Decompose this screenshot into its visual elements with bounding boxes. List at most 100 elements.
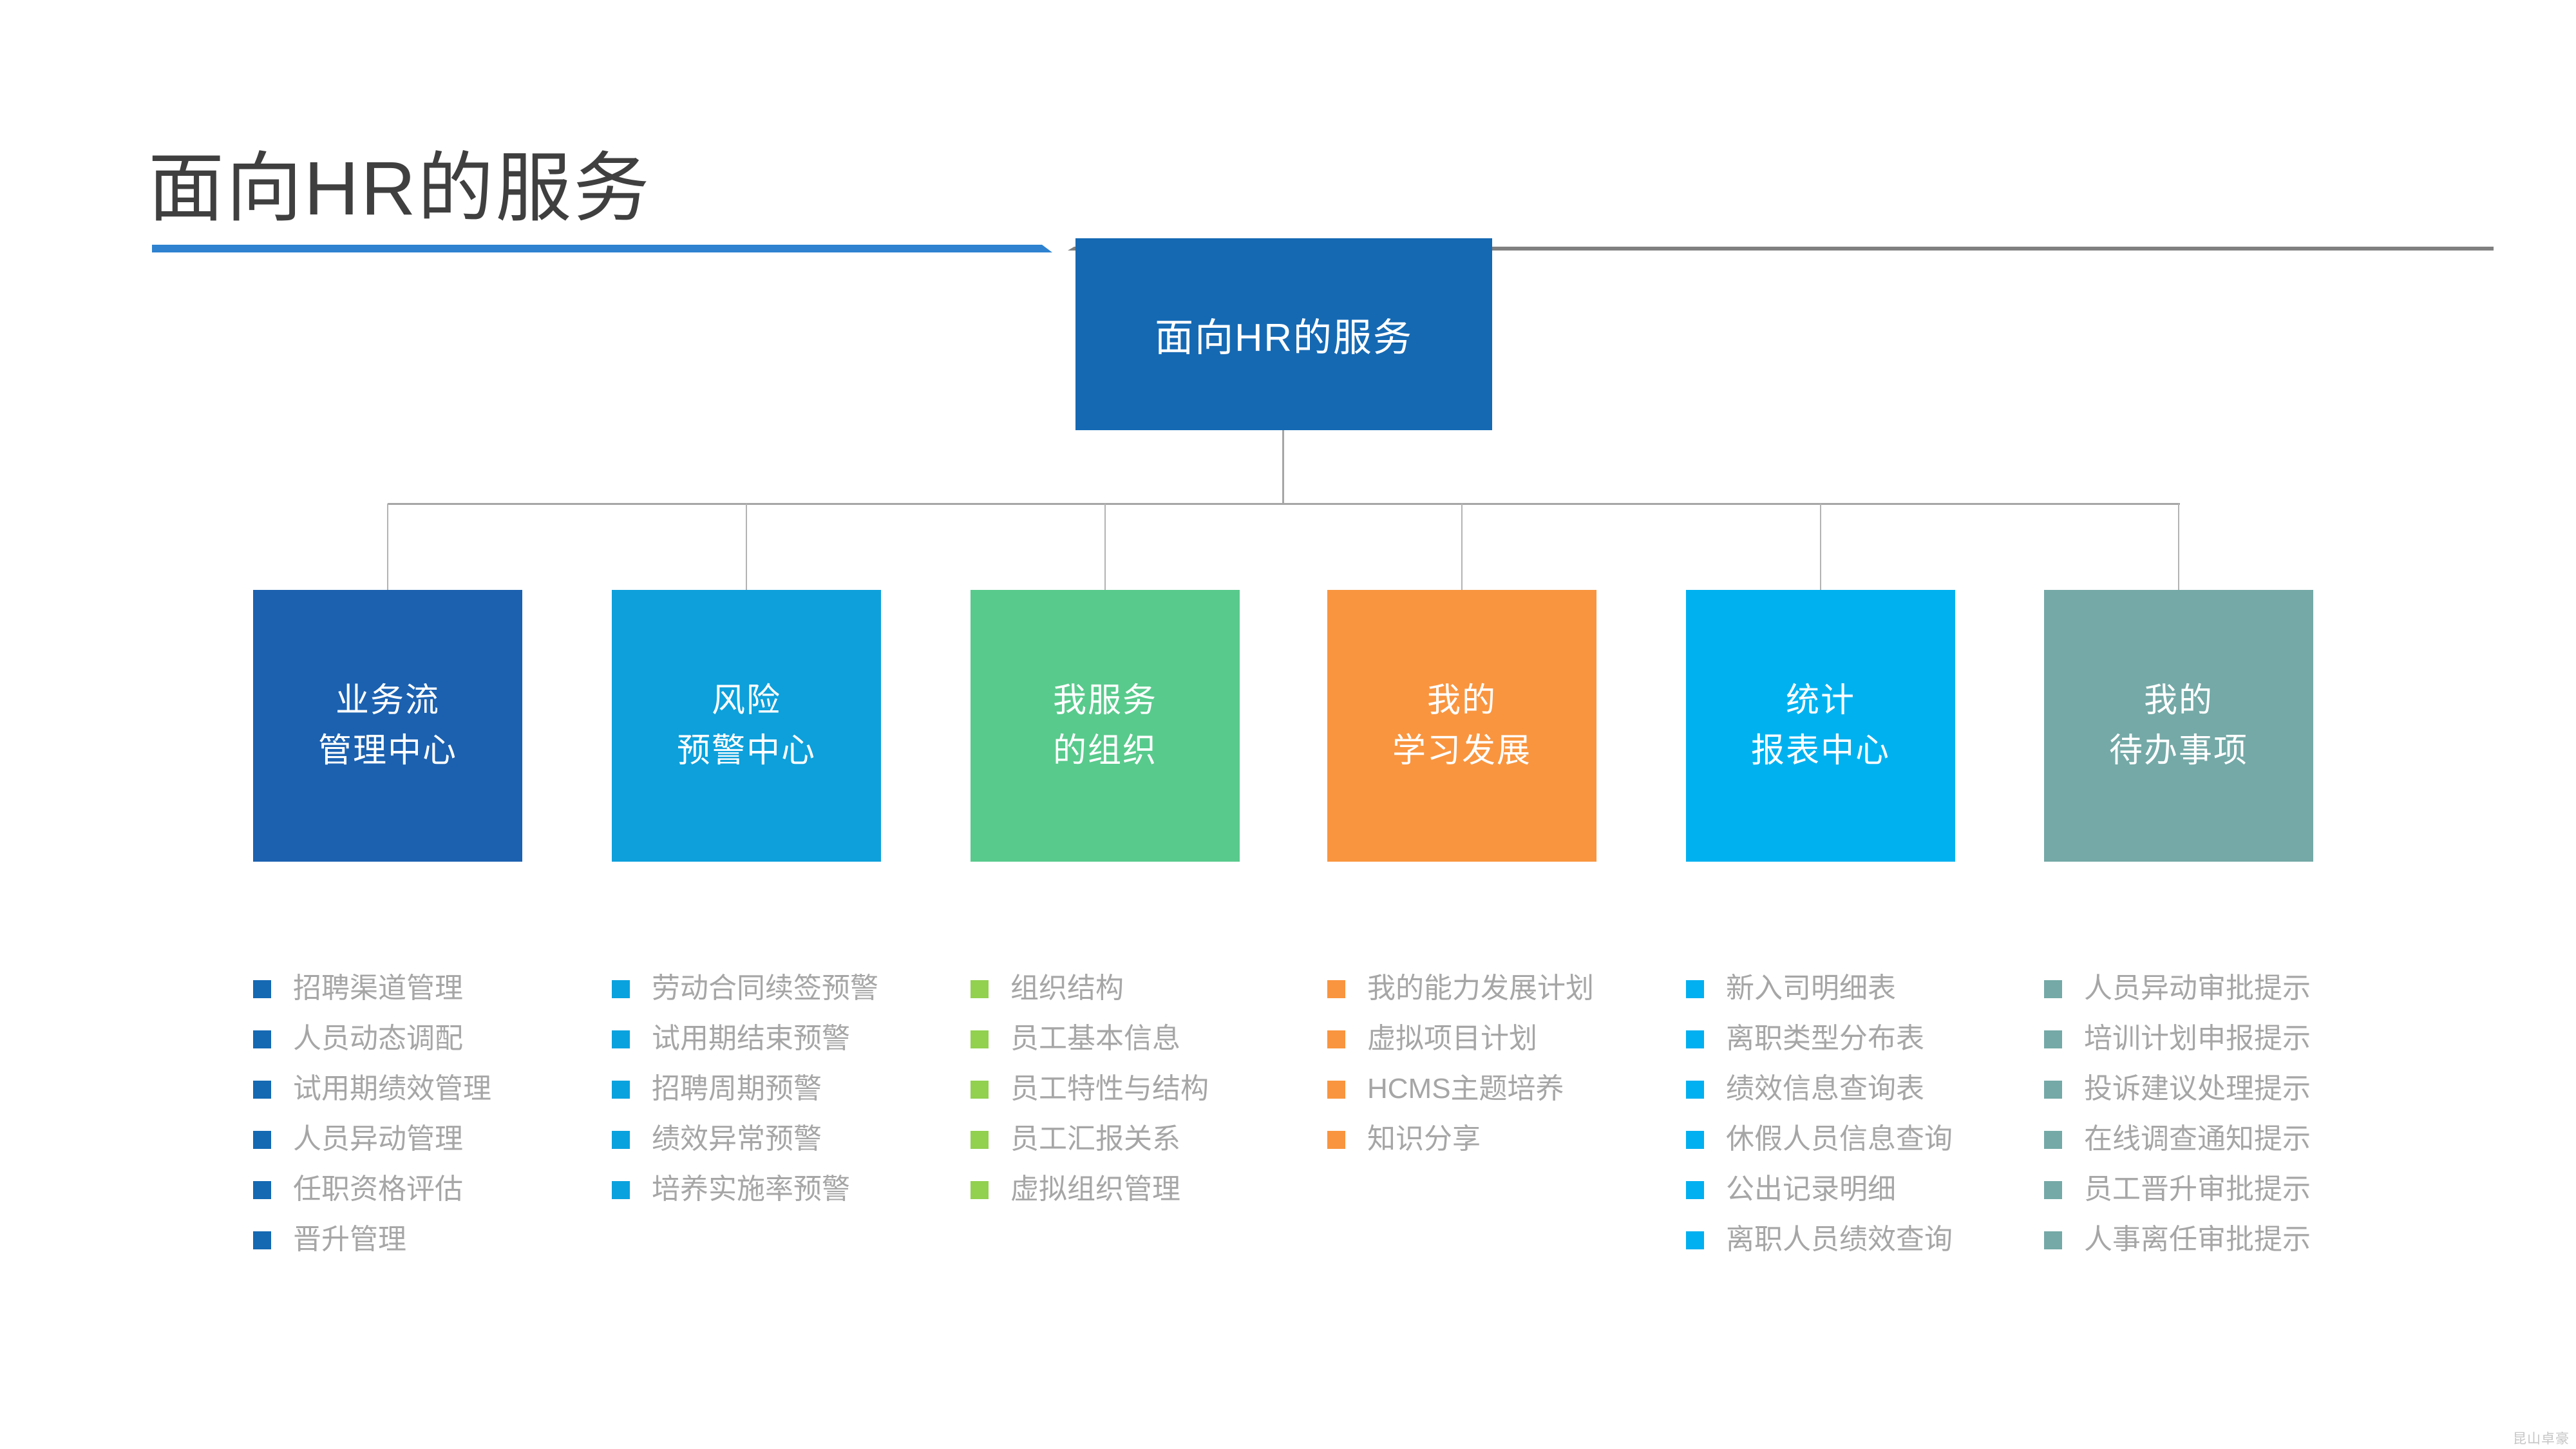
list-item: 试用期结束预警 — [612, 1020, 895, 1057]
list-item-label: 人员异动审批提示 — [2084, 972, 2311, 1004]
list-item-label: 离职类型分布表 — [1726, 1023, 1924, 1054]
bullet-marker — [253, 1081, 271, 1099]
list-item-label: 休假人员信息查询 — [1726, 1123, 1953, 1155]
list-item-label: 员工特性与结构 — [1010, 1073, 1209, 1104]
title-underline-secondary — [1068, 247, 2494, 251]
bullet-marker — [2044, 1030, 2062, 1048]
list-item: 试用期绩效管理 — [253, 1070, 536, 1108]
list-item: HCMS主题培养 — [1327, 1070, 1611, 1108]
connector-horizontal — [388, 503, 2180, 505]
branch-box-label-line2: 预警中心 — [676, 732, 816, 770]
list-item: 休假人员信息查询 — [1686, 1121, 1969, 1158]
list-item-label: 任职资格评估 — [293, 1173, 463, 1205]
list-item-label: 招聘渠道管理 — [293, 972, 463, 1004]
list-item-label: 离职人员绩效查询 — [1726, 1224, 1953, 1255]
root-node: 面向HR的服务 — [1075, 238, 1492, 430]
branch-box-label-line1: 我的 — [2143, 682, 2213, 719]
bullet-marker — [1327, 1081, 1345, 1099]
branch-box-label-line2: 学习发展 — [1392, 732, 1531, 770]
branch-box-label-line1: 统计 — [1785, 682, 1855, 719]
bullet-marker — [253, 1231, 271, 1249]
branch-box-label-line2: 的组织 — [1052, 732, 1157, 770]
bullet-marker — [1327, 1030, 1345, 1048]
list-item: 培训计划申报提示 — [2044, 1020, 2327, 1057]
branch-item-list: 我的能力发展计划 虚拟项目计划 HCMS主题培养 知识分享 — [1327, 970, 1611, 1171]
list-item-label: 绩效异常预警 — [652, 1123, 822, 1155]
list-item-label: 招聘周期预警 — [652, 1073, 822, 1104]
bullet-marker — [2044, 1181, 2062, 1199]
list-item-label: 试用期结束预警 — [652, 1023, 850, 1054]
bullet-marker — [253, 1181, 271, 1199]
branch-box: 风险 预警中心 — [612, 590, 881, 862]
list-item: 晋升管理 — [253, 1221, 536, 1258]
bullet-marker — [1686, 1030, 1704, 1048]
list-item-label: 培养实施率预警 — [652, 1173, 850, 1205]
branch-box: 我服务 的组织 — [971, 590, 1240, 862]
list-item-label: 我的能力发展计划 — [1367, 972, 1594, 1004]
page-title: 面向HR的服务 — [148, 146, 652, 231]
connector-drop — [1820, 504, 1821, 590]
bullet-marker — [2044, 980, 2062, 998]
branch-box-label-line1: 我的 — [1426, 682, 1497, 719]
bullet-marker — [2044, 1081, 2062, 1099]
branch-item-list: 组织结构 员工基本信息 员工特性与结构 员工汇报关系 虚拟组织管理 — [971, 970, 1254, 1221]
bullet-marker — [1686, 1231, 1704, 1249]
list-item: 人员异动管理 — [253, 1121, 536, 1158]
branch-box-label-line1: 业务流 — [335, 682, 440, 719]
list-item: 在线调查通知提示 — [2044, 1121, 2327, 1158]
bullet-marker — [253, 1131, 271, 1149]
list-item: 虚拟组织管理 — [971, 1171, 1254, 1208]
list-item-label: 公出记录明细 — [1726, 1173, 1896, 1205]
list-item: 劳动合同续签预警 — [612, 970, 895, 1007]
list-item-label: 试用期绩效管理 — [293, 1073, 491, 1104]
bullet-marker — [1327, 980, 1345, 998]
list-item-label: 劳动合同续签预警 — [652, 972, 878, 1004]
connector-stem — [1282, 430, 1284, 504]
bullet-marker — [1686, 1131, 1704, 1149]
list-item-label: 在线调查通知提示 — [2084, 1123, 2311, 1155]
list-item-label: HCMS主题培养 — [1367, 1073, 1564, 1104]
list-item: 员工汇报关系 — [971, 1121, 1254, 1158]
bullet-marker — [2044, 1231, 2062, 1249]
list-item-label: 员工汇报关系 — [1010, 1123, 1180, 1155]
list-item: 我的能力发展计划 — [1327, 970, 1611, 1007]
bullet-marker — [612, 1131, 630, 1149]
bullet-marker — [971, 1131, 989, 1149]
bullet-marker — [971, 1081, 989, 1099]
connector-drop — [746, 504, 747, 590]
list-item-label: 人员动态调配 — [293, 1023, 463, 1054]
list-item: 人员异动审批提示 — [2044, 970, 2327, 1007]
bullet-marker — [1686, 980, 1704, 998]
list-item: 绩效信息查询表 — [1686, 1070, 1969, 1108]
connector-drop — [2178, 504, 2179, 590]
list-item: 公出记录明细 — [1686, 1171, 1969, 1208]
list-item-label: 人事离任审批提示 — [2084, 1224, 2311, 1255]
list-item: 离职类型分布表 — [1686, 1020, 1969, 1057]
list-item: 组织结构 — [971, 970, 1254, 1007]
bullet-marker — [612, 1081, 630, 1099]
list-item-label: 员工晋升审批提示 — [2084, 1173, 2311, 1205]
branch-box-label-line2: 报表中心 — [1750, 732, 1890, 770]
bullet-marker — [1686, 1181, 1704, 1199]
branch-item-list: 劳动合同续签预警 试用期结束预警 招聘周期预警 绩效异常预警 培养实施率预警 — [612, 970, 895, 1221]
list-item: 培养实施率预警 — [612, 1171, 895, 1208]
branch-box: 统计 报表中心 — [1686, 590, 1955, 862]
list-item-label: 投诉建议处理提示 — [2084, 1073, 2311, 1104]
list-item: 任职资格评估 — [253, 1171, 536, 1208]
list-item: 知识分享 — [1327, 1121, 1611, 1158]
connector-drop — [387, 504, 388, 590]
bullet-marker — [612, 980, 630, 998]
list-item-label: 组织结构 — [1010, 972, 1124, 1004]
list-item: 员工特性与结构 — [971, 1070, 1254, 1108]
list-item: 人员动态调配 — [253, 1020, 536, 1057]
branch-box: 我的 待办事项 — [2044, 590, 2313, 862]
branch-item-list: 人员异动审批提示 培训计划申报提示 投诉建议处理提示 在线调查通知提示 员工晋升… — [2044, 970, 2327, 1271]
branch-box-label-line1: 我服务 — [1052, 682, 1157, 719]
branch-item-list: 招聘渠道管理 人员动态调配 试用期绩效管理 人员异动管理 任职资格评估 晋升管理 — [253, 970, 536, 1271]
bullet-marker — [971, 1030, 989, 1048]
bullet-marker — [1686, 1081, 1704, 1099]
list-item-label: 晋升管理 — [293, 1224, 406, 1255]
list-item-label: 虚拟组织管理 — [1010, 1173, 1180, 1205]
connector-drop — [1104, 504, 1106, 590]
